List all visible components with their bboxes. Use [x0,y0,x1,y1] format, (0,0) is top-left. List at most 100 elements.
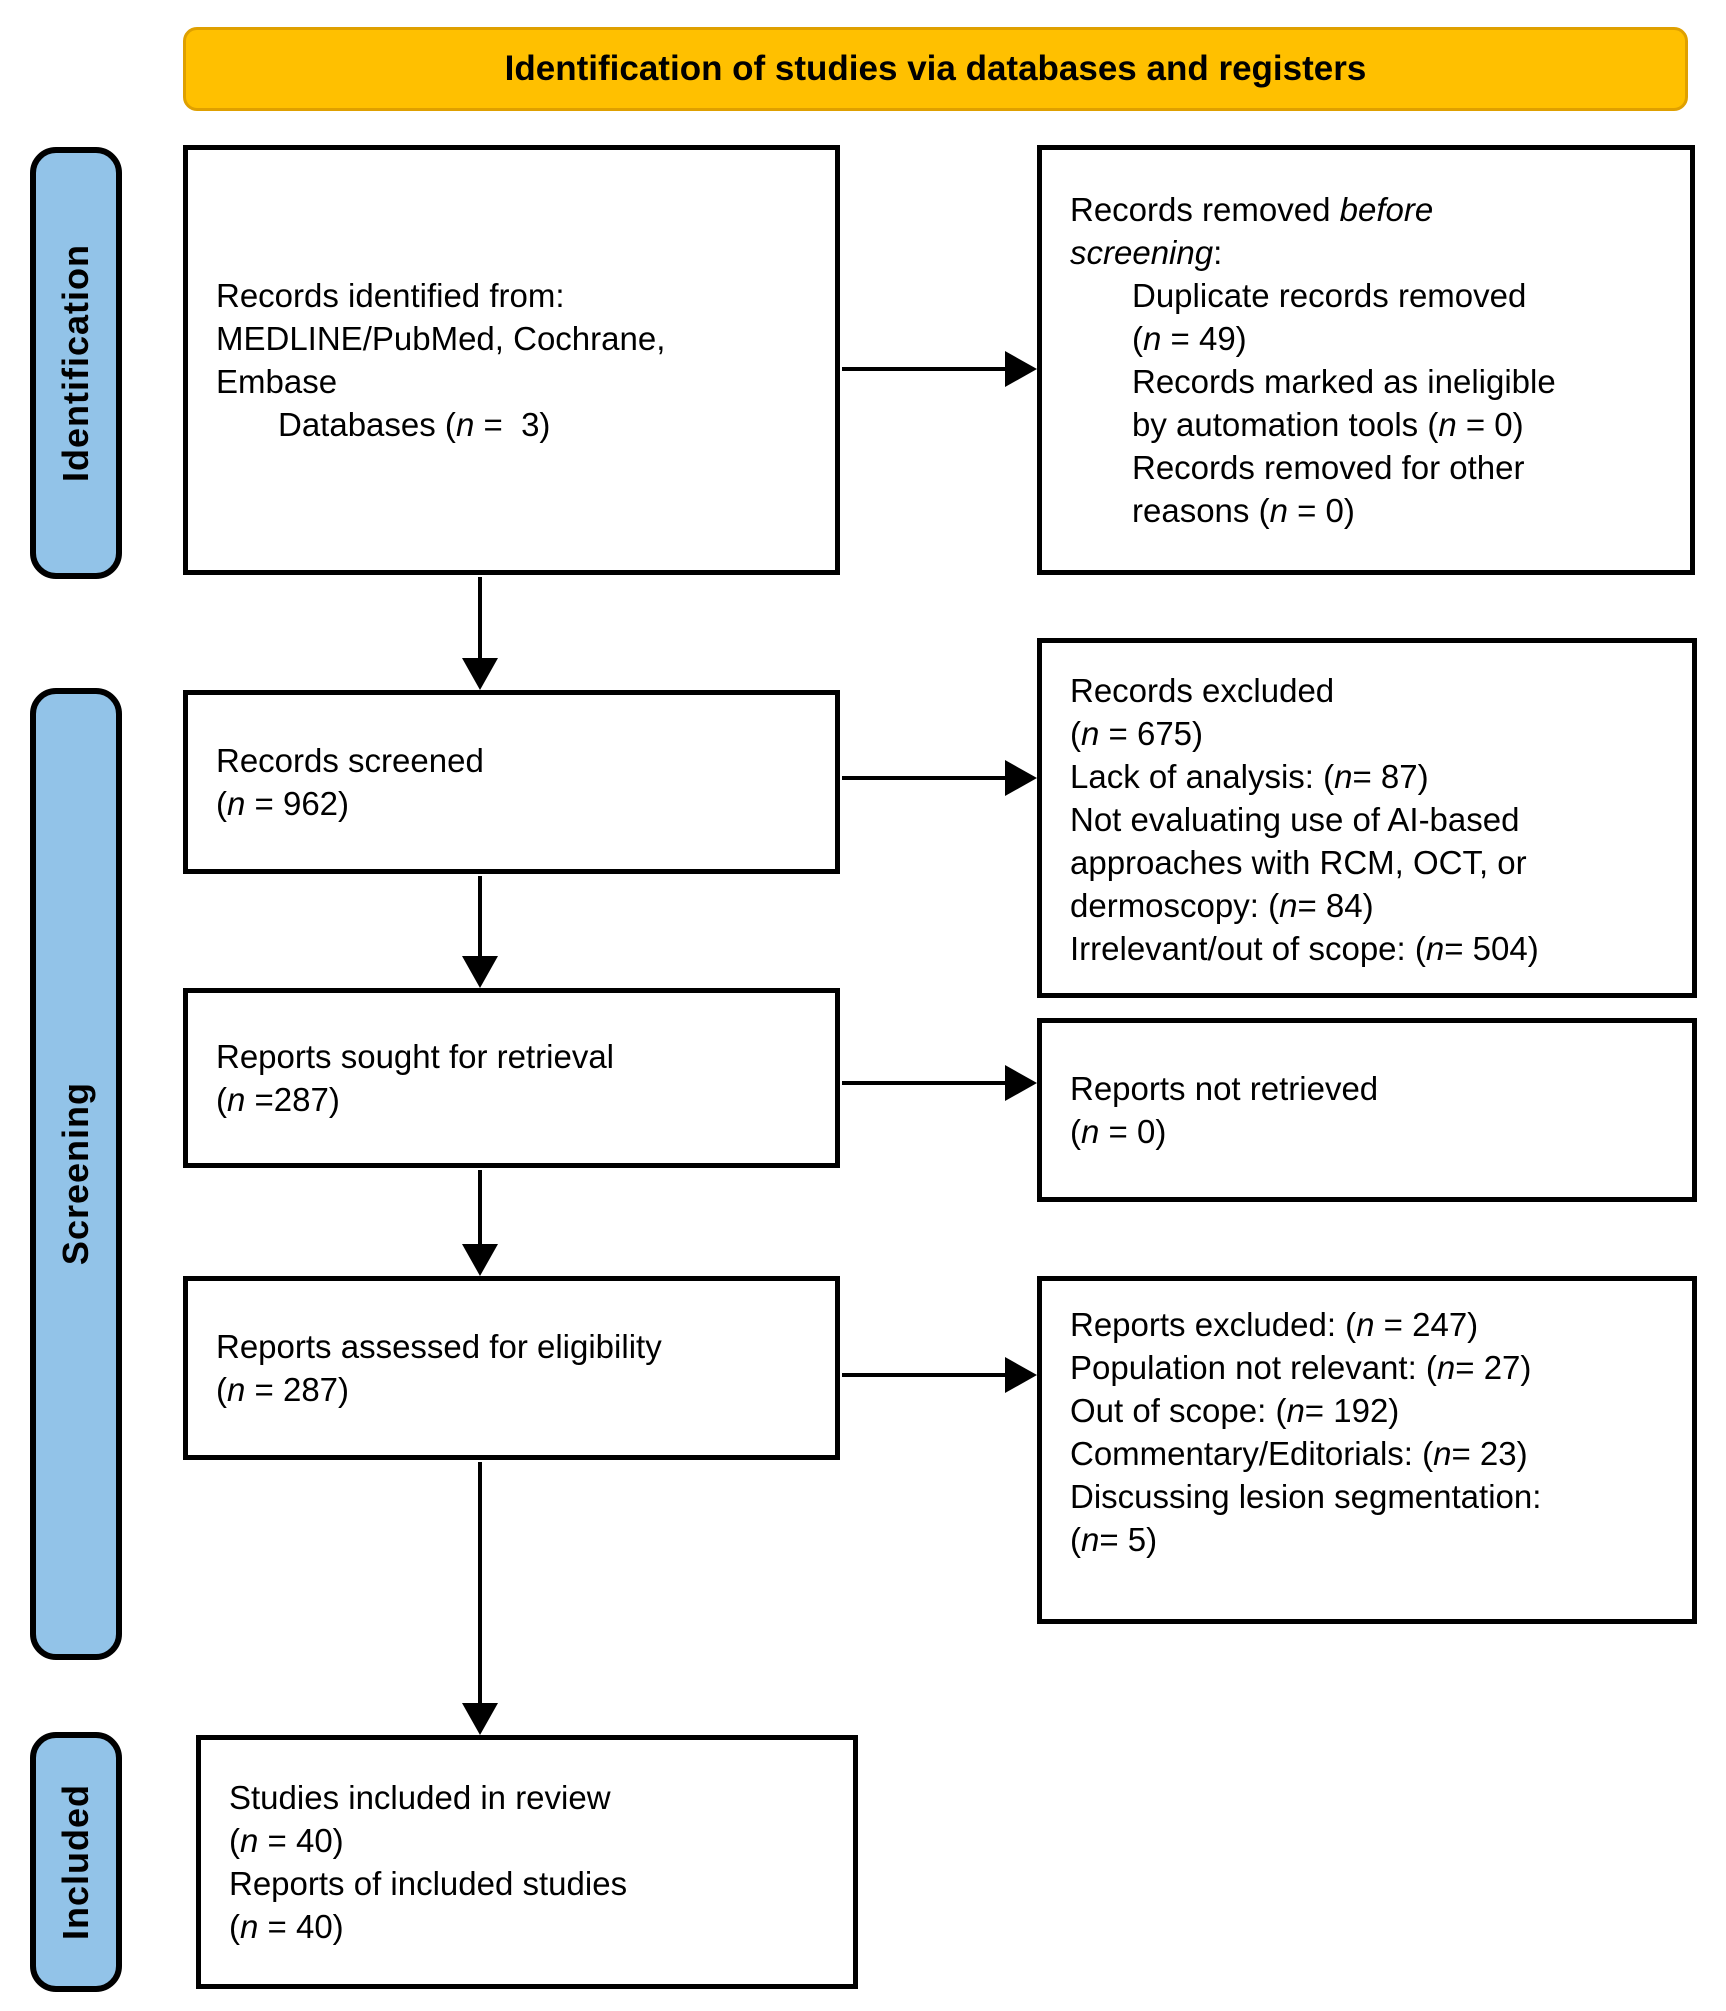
text-segment: Records excluded [1070,672,1335,709]
text-segment: n [227,785,246,822]
text-line: Lack of analysis: (n= 87) [1070,755,1674,798]
text-line: (n = 40) [229,1905,835,1948]
text-segment: n [240,1908,259,1945]
arrow-line [478,1170,482,1246]
text-segment: screening [1070,234,1214,271]
text-segment: Lack of analysis: ( [1070,758,1335,795]
arrow-line [842,776,1007,780]
text-line: (n = 0) [1070,1110,1674,1153]
text-segment: n [1269,492,1288,529]
text-line: reasons (n = 0) [1070,489,1672,532]
text-line: MEDLINE/PubMed, Cochrane, [216,317,817,360]
box-records-identified: Records identified from: MEDLINE/PubMed, … [183,145,840,575]
text-segment: n [1279,887,1298,924]
box-reports-sought-for-retrieval: Reports sought for retrieval (n =287) [183,988,840,1168]
text-segment: ( [216,1371,227,1408]
text-segment: before [1339,191,1434,228]
text-segment: n [1081,1521,1100,1558]
box-records-excluded: Records excluded(n = 675)Lack of analysi… [1037,638,1697,998]
text-segment: = 962) [245,785,350,822]
stage-label-included: Included [55,1783,96,1940]
text-line: by automation tools (n = 0) [1070,403,1672,446]
text-segment: Records identified from: [216,277,565,314]
stage-label-screening: Screening [55,1082,96,1266]
text-line: Reports excluded: (n = 247) [1070,1303,1674,1346]
text-segment: n [455,406,475,443]
text-segment: = 287) [245,1371,350,1408]
text-segment: Databases ( [278,406,456,443]
text-segment: = 40) [258,1908,344,1945]
text-segment: = 247) [1374,1306,1479,1343]
text-line: Records screened [216,739,817,782]
text-segment: ( [1070,1113,1081,1150]
text-segment: n [227,1081,246,1118]
box-studies-included-in-review: Studies included in review(n = 40)Report… [196,1735,858,1989]
text-segment: Records marked as ineligible [1132,363,1556,400]
text-segment: Reports sought for retrieval [216,1038,615,1075]
text-segment: Reports excluded: ( [1070,1306,1357,1343]
arrow-head-down-icon [462,956,498,988]
stage-bar-identification: Identification [30,147,122,579]
text-segment: MEDLINE/PubMed, Cochrane, [216,320,666,357]
text-segment: n [1286,1392,1305,1429]
text-line: Reports not retrieved [1070,1067,1674,1110]
text-segment: n [1081,715,1100,752]
text-line: Records identified from: [216,274,817,317]
text-line: Embase [216,360,817,403]
stage-bar-screening: Screening [30,688,122,1660]
text-segment: ( [216,1081,227,1118]
text-line: Irrelevant/out of scope: (n= 504) [1070,927,1674,970]
text-segment: Duplicate records removed [1132,277,1527,314]
text-line: (n = 287) [216,1368,817,1411]
text-segment: : [1213,234,1223,271]
text-segment: ( [229,1908,240,1945]
page-title: Identification of studies via databases … [504,49,1367,88]
arrow-line [842,1081,1007,1085]
text-segment: = 504) [1444,930,1539,967]
text-line: (n = 675) [1070,712,1674,755]
header-banner: Identification of studies via databases … [183,27,1688,111]
text-line: (n = 40) [229,1819,835,1862]
text-line: screening: [1070,231,1672,274]
text-segment: =287) [245,1081,340,1118]
box-reports-excluded: Reports excluded: (n = 247)Population no… [1037,1276,1697,1624]
text-segment: Reports assessed for eligibility [216,1328,662,1365]
text-segment: = 0) [1287,492,1355,529]
text-segment: = 84) [1297,887,1374,924]
text-segment: = 192) [1304,1392,1400,1429]
text-segment: approaches with RCM, OCT, or [1070,844,1527,881]
text-segment: = 87) [1352,758,1429,795]
text-line: Discussing lesion segmentation: [1070,1475,1674,1518]
text-segment: = 3) [474,406,551,443]
arrow-head-right-icon [1005,1357,1037,1393]
text-segment: = 49) [1161,320,1247,357]
text-segment: by automation tools ( [1132,406,1439,443]
text-line: (n= 5) [1070,1518,1674,1561]
text-segment: ( [216,785,227,822]
text-line: (n = 962) [216,782,817,825]
stage-bar-included: Included [30,1732,122,1992]
text-segment: ( [1132,320,1143,357]
text-line: Reports assessed for eligibility [216,1325,817,1368]
text-segment: Commentary/Editorials: ( [1070,1435,1434,1472]
text-segment: = 23) [1451,1435,1528,1472]
text-segment: Population not relevant: ( [1070,1349,1437,1386]
arrow-head-down-icon [462,1244,498,1276]
text-segment: n [240,1822,259,1859]
text-segment: = 40) [258,1822,344,1859]
text-line: dermoscopy: (n= 84) [1070,884,1674,927]
text-segment: n [1433,1435,1452,1472]
text-segment: Not evaluating use of AI-based [1070,801,1520,838]
text-segment: Records screened [216,742,484,779]
text-segment: Reports not retrieved [1070,1070,1379,1107]
text-line: Records removed for other [1070,446,1672,489]
arrow-line [478,1462,482,1705]
text-line: Databases (n = 3) [216,403,817,446]
arrow-line [842,367,1007,371]
text-segment: Irrelevant/out of scope: ( [1070,930,1426,967]
text-segment: n [1081,1113,1100,1150]
text-segment: n [1334,758,1353,795]
text-segment: ( [229,1822,240,1859]
